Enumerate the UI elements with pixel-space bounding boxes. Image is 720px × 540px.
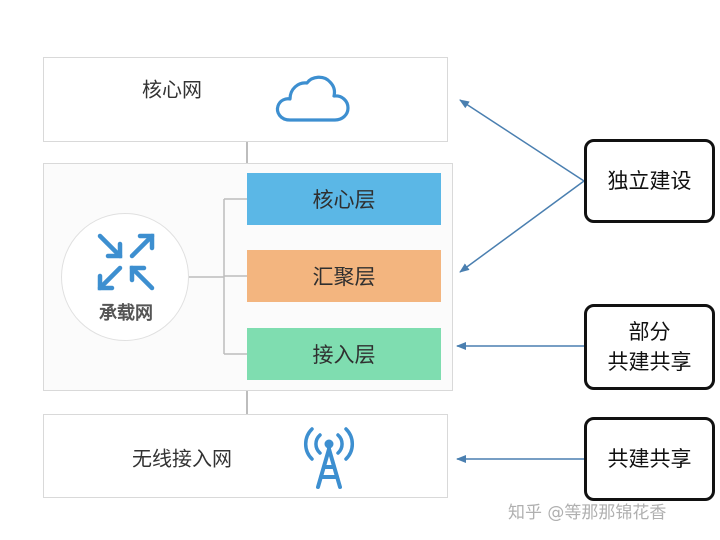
- bearer-network-node: 承载网: [61, 213, 189, 341]
- core-network-box: 核心网: [43, 57, 448, 142]
- annotation-partial-line-2: 共建共享: [607, 350, 692, 374]
- watermark: 知乎 @等那那锦花香: [508, 503, 667, 523]
- arrow-independent-to-aggregation: [459, 180, 585, 273]
- annotation-independent-build: 独立建设: [584, 139, 715, 223]
- wireless-access-network-box: 无线接入网: [43, 414, 448, 498]
- annotation-partial-line-1: 部分: [628, 320, 671, 344]
- arrow-independent-to-core: [459, 99, 585, 182]
- layer-access: 接入层: [247, 328, 441, 380]
- arrows-converge-icon: [97, 233, 155, 291]
- bearer-network-label: 承载网: [99, 303, 153, 324]
- layer-aggregation: 汇聚层: [247, 250, 441, 302]
- core-network-label: 核心网: [142, 77, 202, 102]
- layer-core: 核心层: [247, 173, 441, 225]
- antenna-tower-icon: [304, 427, 354, 489]
- annotation-shared-build: 共建共享: [584, 417, 715, 501]
- cloud-icon: [275, 75, 350, 122]
- wireless-access-network-label: 无线接入网: [132, 446, 232, 471]
- annotation-partial-sharing: 部分 共建共享: [584, 304, 715, 390]
- annotation-independent-line-1: 独立建设: [607, 169, 692, 193]
- annotation-shared-line-1: 共建共享: [607, 447, 692, 471]
